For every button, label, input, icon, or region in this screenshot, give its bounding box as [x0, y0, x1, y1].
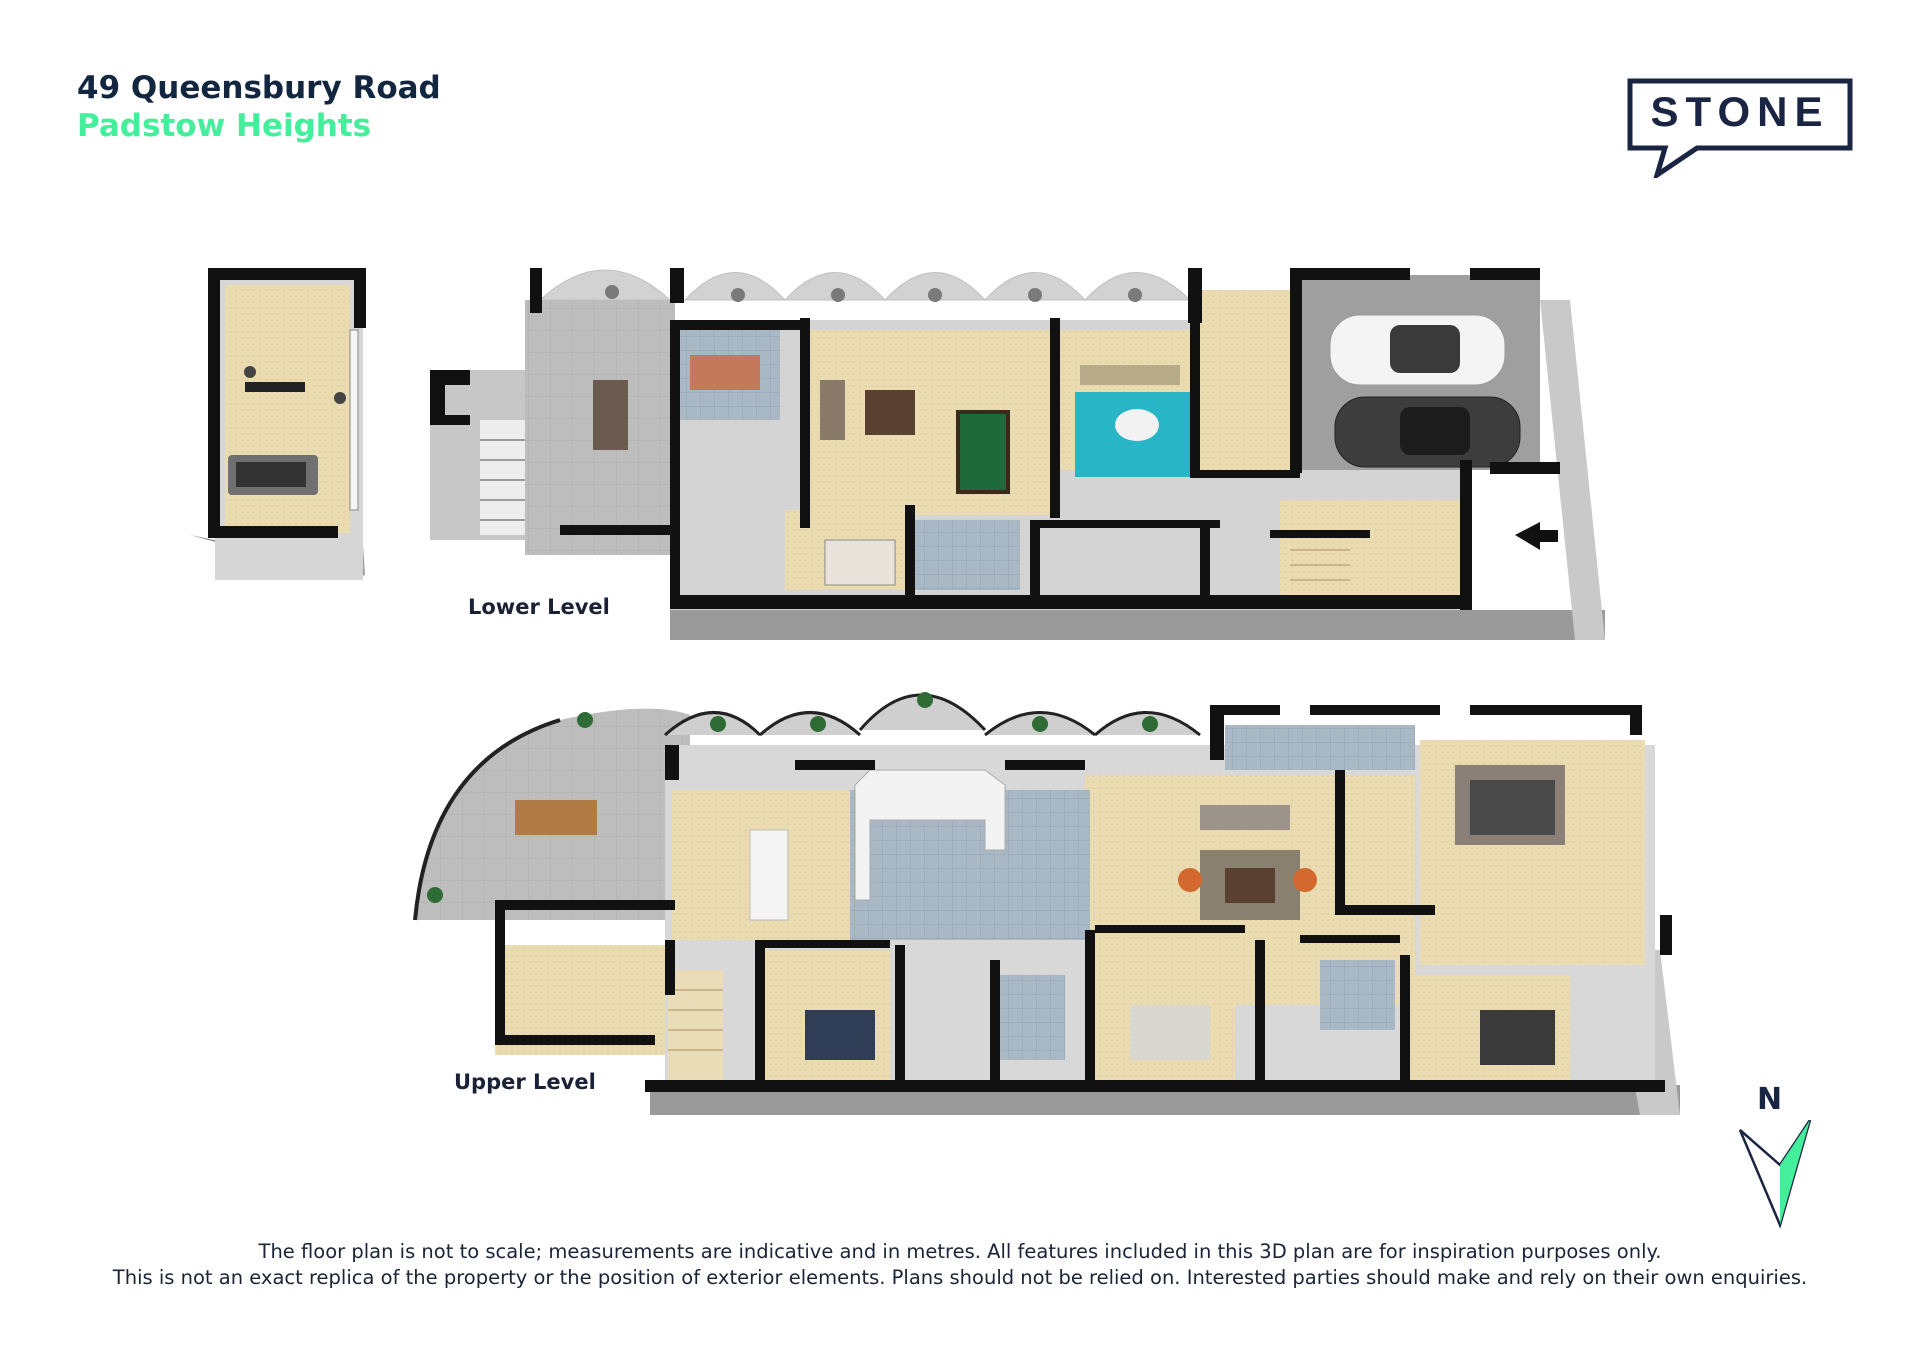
upper-level-plan: [413, 692, 1680, 1115]
north-arrow-icon: [1738, 1120, 1812, 1229]
treadmill: [228, 455, 318, 495]
north-compass: N: [1735, 1082, 1815, 1229]
compass-label: N: [1757, 1082, 1783, 1117]
svg-text:STONE: STONE: [1651, 88, 1830, 135]
disclaimer-line-1: The floor plan is not to scale; measurem…: [258, 1240, 1662, 1263]
lower-level-label: Lower Level: [468, 595, 610, 619]
address-suburb: Padstow Heights: [77, 108, 372, 144]
gym-building: [190, 268, 366, 580]
dark-car: [1334, 396, 1521, 468]
entry-arrow: [1515, 522, 1558, 550]
lower-level-plan: [430, 268, 1605, 640]
white-car: [1329, 314, 1506, 386]
weight-bench: [244, 366, 346, 404]
address-street: 49 Queensbury Road: [77, 70, 441, 106]
upper-level-label: Upper Level: [454, 1070, 596, 1094]
disclaimer-line-2: This is not an exact replica of the prop…: [112, 1266, 1808, 1289]
stone-logo: STONE: [1627, 78, 1853, 178]
